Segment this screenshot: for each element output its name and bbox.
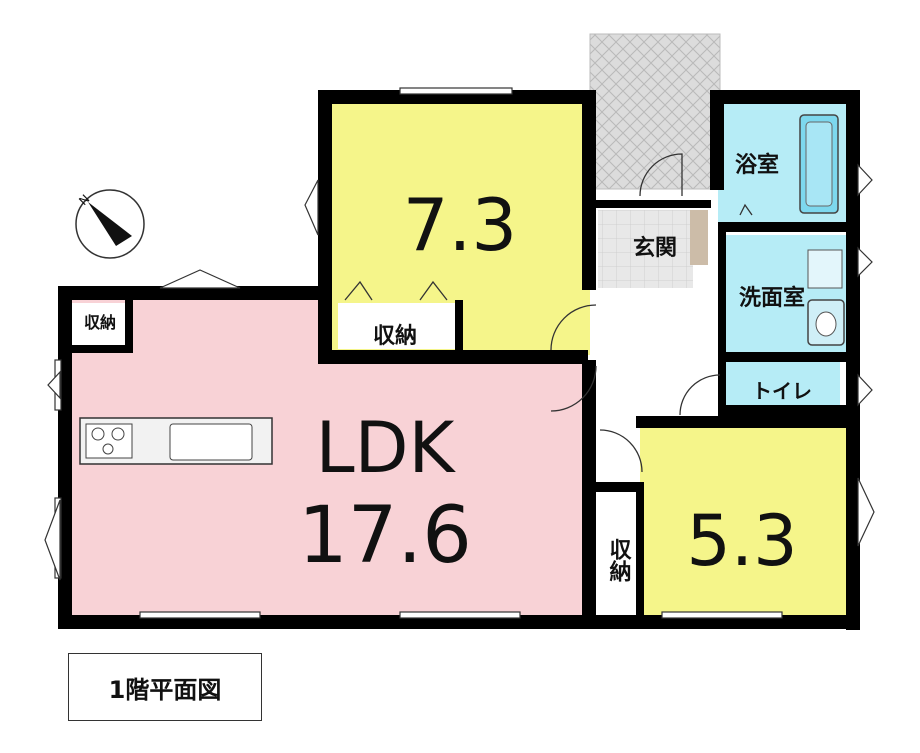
burner-3 [102, 443, 114, 455]
floor-caption: 1階平面図 [108, 675, 222, 704]
bedroom1-size: 7.3 [403, 183, 518, 267]
porch [589, 33, 721, 190]
ldk-label: LDK [316, 407, 457, 489]
north-arrow-icon: N [75, 189, 145, 259]
windows [44, 87, 875, 619]
washroom-label: 洗面室 [739, 285, 805, 311]
burner-2 [111, 427, 125, 441]
storage-label-bedroom2: 収納 [606, 538, 632, 583]
room-toilet [725, 362, 840, 412]
kitchen-sink [169, 423, 253, 461]
entrance-step [690, 210, 708, 265]
burner-1 [91, 427, 105, 441]
room-bedroom-5-3 [640, 425, 855, 620]
ldk-size: 17.6 [298, 491, 472, 581]
storage-bedroom2 [600, 495, 636, 615]
toilet-label: トイレ [752, 379, 812, 403]
room-entrance [598, 210, 693, 288]
bath-label: 浴室 [735, 152, 779, 178]
walls [58, 90, 860, 630]
storage-ldk-top [72, 303, 130, 345]
storage-label-bedroom1: 収納 [373, 323, 417, 349]
entrance-label: 玄関 [633, 235, 677, 261]
bedroom2-size: 5.3 [686, 500, 797, 582]
stove [85, 423, 133, 459]
bathtub-inner [805, 121, 833, 207]
storage-label-ldk: 収納 [84, 313, 116, 332]
floor-caption-box: 1階平面図 [68, 653, 262, 721]
basin-bowl [815, 311, 837, 337]
storage-bedroom1 [338, 303, 456, 349]
door-swings [344, 153, 753, 473]
washing-machine [807, 249, 843, 289]
